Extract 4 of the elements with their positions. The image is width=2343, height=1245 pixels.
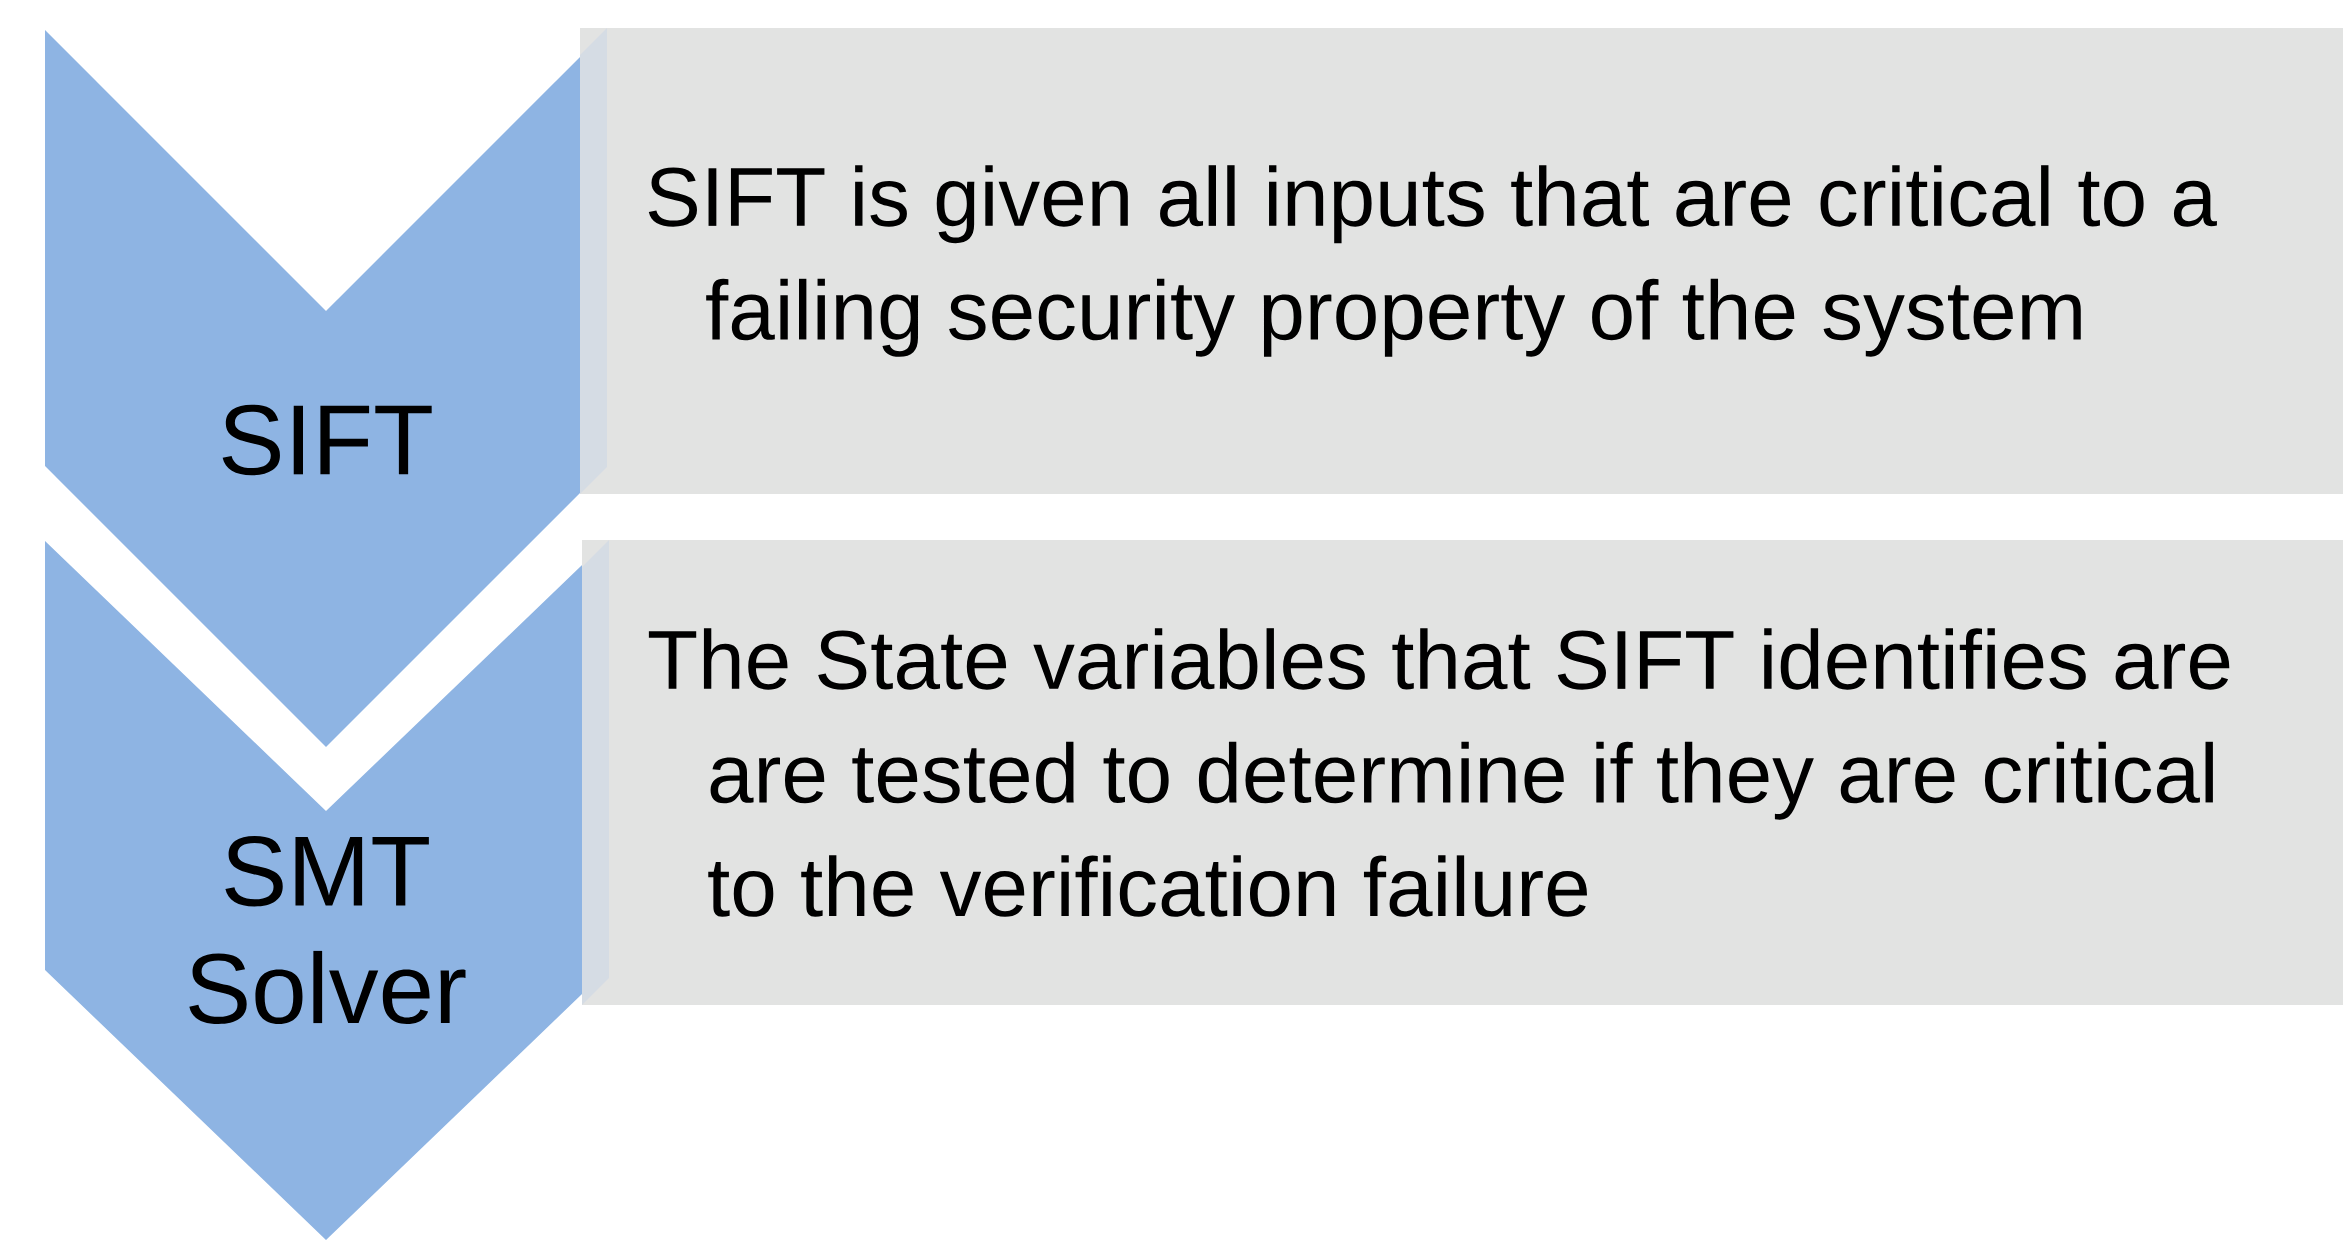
node-label: SMT Solver [189, 835, 466, 1025]
node-label: SIFT [222, 404, 432, 476]
text-panel: SIFT is given all inputs that are critical to a failing security property of the system [580, 28, 2343, 494]
text-panel: The State variables that SIFT identifies are are tested to determine if they are critical to the verification failure [582, 540, 2343, 1005]
